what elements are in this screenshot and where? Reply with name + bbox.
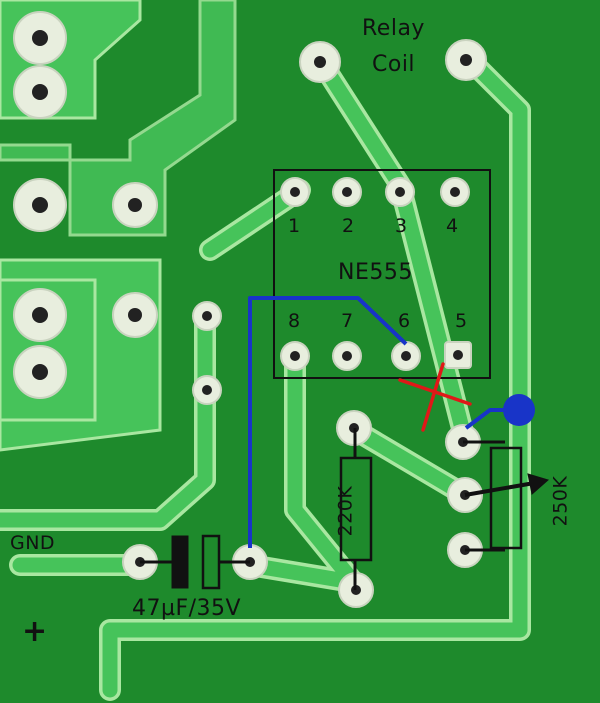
capacitor-label: 47µF/35V bbox=[132, 596, 242, 621]
trace-cut-mark bbox=[398, 362, 472, 432]
chip-label: NE555 bbox=[338, 260, 413, 285]
pin-label-4: 4 bbox=[446, 215, 459, 237]
wire-endpoint-dot bbox=[503, 394, 535, 426]
copper-traces bbox=[0, 44, 531, 701]
pin-label-5: 5 bbox=[455, 310, 468, 332]
potentiometer-symbol bbox=[463, 440, 550, 552]
relay-label-line2: Coil bbox=[372, 52, 416, 77]
pin-label-3: 3 bbox=[395, 215, 408, 237]
potentiometer-label: 250K bbox=[549, 475, 572, 527]
resistor-label: 220K bbox=[334, 485, 357, 537]
resistor-symbol bbox=[339, 428, 373, 590]
gnd-label: GND bbox=[10, 532, 56, 554]
pin-label-6: 6 bbox=[398, 310, 411, 332]
relay-label-line1: Relay bbox=[362, 16, 425, 41]
pin-label-8: 8 bbox=[288, 310, 301, 332]
chip-outline bbox=[273, 169, 491, 379]
capacitor-symbol bbox=[140, 534, 250, 590]
pin-label-2: 2 bbox=[342, 215, 355, 237]
pin-label-1: 1 bbox=[288, 215, 301, 237]
plus-label: + bbox=[22, 614, 48, 649]
pin-label-7: 7 bbox=[341, 310, 354, 332]
